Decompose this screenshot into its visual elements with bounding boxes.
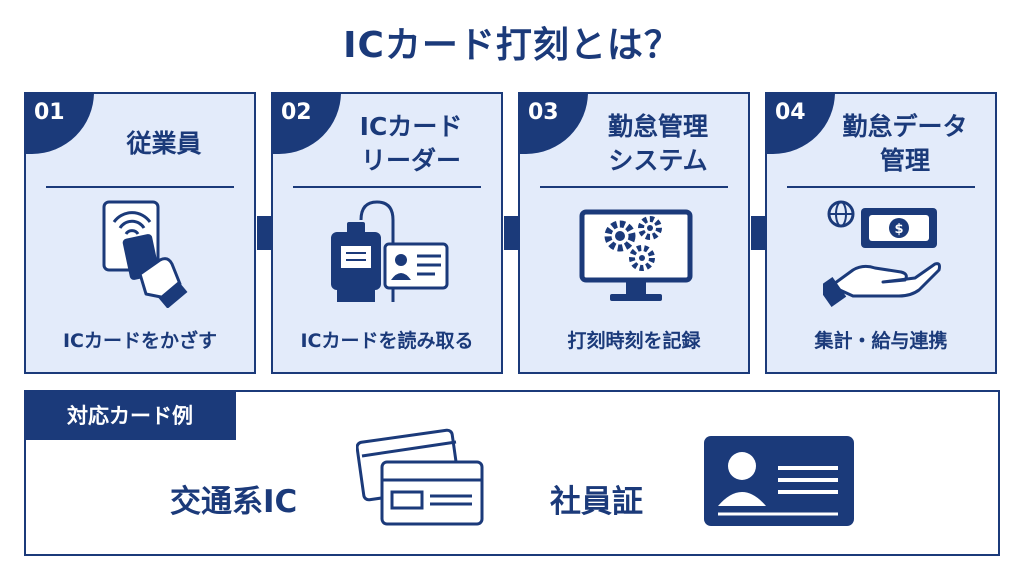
hand-money-icon: $ (823, 200, 941, 307)
step-title: 勤怠管理 システム (607, 112, 708, 175)
step-card-employee: 01 従業員 ICカードをかざす (24, 92, 256, 374)
step-number-badge: 01 (26, 94, 94, 154)
divider (293, 186, 481, 188)
step-caption: 打刻時刻を記録 (567, 330, 701, 352)
example-employee-id: 社員証 (550, 484, 643, 520)
example-transit-ic: 交通系IC (170, 484, 298, 520)
svg-text:$: $ (894, 222, 903, 237)
divider (540, 186, 728, 188)
step-number-badge: 02 (273, 94, 341, 154)
step-caption: 集計・給与連携 (814, 330, 948, 352)
connector (504, 216, 518, 250)
step-title: 従業員 (126, 129, 202, 158)
connector (257, 216, 271, 250)
step-title: 勤怠データ 管理 (842, 112, 968, 175)
employee-id-card-icon (704, 436, 854, 526)
page-title: ICカード打刻とは？ (343, 25, 681, 66)
step-number: 04 (775, 100, 806, 125)
card-reader-icon (331, 200, 449, 302)
step-number: 02 (281, 100, 312, 125)
step-card-attendance-system: 03 勤怠管理 システム 打刻時刻を記録 (518, 92, 750, 374)
hand-tap-card-icon (102, 200, 188, 308)
step-number: 03 (528, 100, 559, 125)
supported-cards-label: 対応カード例 (24, 390, 236, 440)
step-card-attendance-data: 04 勤怠データ 管理 $ 集計・給与連携 (765, 92, 997, 374)
transit-cards-icon (356, 428, 484, 526)
step-card-card-reader: 02 ICカード リーダー ICカードを読み取る (271, 92, 503, 374)
step-title: ICカード リーダー (359, 112, 463, 175)
step-caption: ICカードを読み取る (300, 330, 474, 352)
divider (787, 186, 975, 188)
step-number: 01 (34, 100, 65, 125)
connector (751, 216, 765, 250)
supported-cards-box: 対応カード例 交通系IC 社員証 (24, 390, 1000, 556)
step-caption: ICカードをかざす (62, 330, 217, 352)
monitor-gears-icon (579, 209, 693, 301)
divider (46, 186, 234, 188)
